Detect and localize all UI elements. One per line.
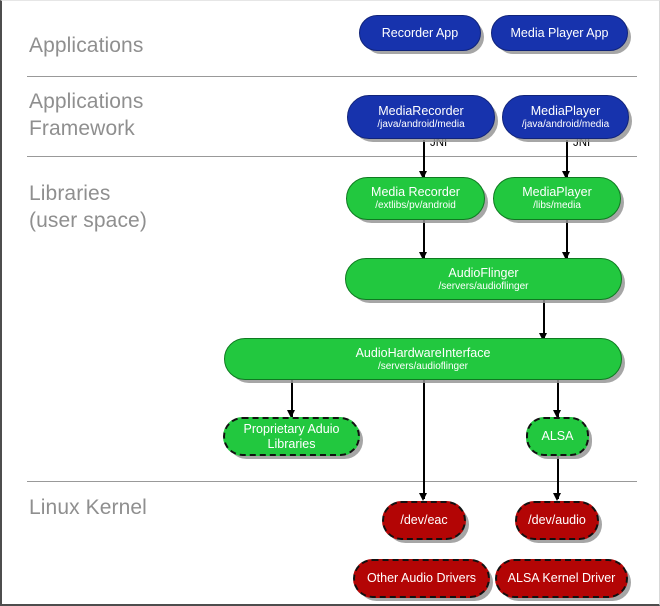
node-proprietary-audio-libraries-title: Proprietary Aduio [243, 421, 340, 436]
connector-mediaplayer-jni [566, 140, 568, 178]
node-mediaplayer-library-title: MediaPlayer [522, 185, 592, 199]
node-proprietary-audio-libraries[interactable]: Proprietary Aduio Libraries [223, 417, 360, 456]
node-audiohardwareinterface-title: AudioHardwareInterface [355, 345, 491, 360]
node-alsa-title: ALSA [541, 429, 574, 443]
arrowhead-mediaplayerlib-audioflinger [562, 252, 570, 260]
node-alsa[interactable]: ALSA [526, 417, 589, 456]
node-audiohardwareinterface-path: /servers/audioflinger [377, 360, 469, 372]
connector-label-jni-right: JNI [573, 137, 591, 149]
arrowhead-audiohwinterface-deveac [419, 493, 427, 501]
node-media-recorder-library-path: /extlibs/pv/android [375, 200, 456, 211]
arrowhead-mediaplayer-jni [562, 171, 570, 179]
arrowhead-mediarecorderlib-audioflinger [419, 252, 427, 260]
arrowhead-audiohwinterface-proprietary [287, 410, 295, 418]
connector-audiohwinterface-alsa [557, 372, 559, 417]
connector-audiohwinterface-deveac [423, 372, 425, 499]
divider-applications [27, 76, 637, 77]
node-mediarecorder-framework[interactable]: MediaRecorder /java/android/media [347, 95, 495, 139]
connector-alsa-devaudio [557, 456, 559, 499]
node-recorder-app-title: Recorder App [381, 25, 459, 40]
node-mediaplayer-framework[interactable]: MediaPlayer /java/android/media [502, 95, 629, 139]
arrowhead-audioflinger-audiohwinterface [539, 333, 547, 341]
connector-audiohwinterface-proprietary [291, 372, 293, 417]
node-recorder-app[interactable]: Recorder App [359, 15, 481, 51]
node-alsa-kernel-driver-title: ALSA Kernel Driver [507, 571, 616, 585]
arrowhead-mediarecorder-jni [419, 171, 427, 179]
arrowhead-alsa-devaudio [553, 493, 561, 501]
node-dev-eac-title: /dev/eac [400, 513, 448, 527]
node-other-audio-drivers[interactable]: Other Audio Drivers [353, 559, 490, 598]
node-mediaplayer-library[interactable]: MediaPlayer /libs/media [493, 177, 621, 220]
layer-label-applications-framework: Applications Framework [29, 90, 144, 140]
node-mediaplayer-framework-title: MediaPlayer [530, 103, 601, 118]
connector-audioflinger-audiohwinterface [543, 300, 545, 340]
connector-mediarecorder-jni [423, 140, 425, 178]
node-audiohardwareinterface[interactable]: AudioHardwareInterface /servers/audiofli… [224, 338, 622, 380]
node-mediarecorder-framework-path: /java/android/media [377, 118, 465, 130]
node-media-player-app-title: Media Player App [510, 25, 609, 40]
node-dev-audio[interactable]: /dev/audio [515, 501, 599, 540]
arrowhead-audiohwinterface-alsa [553, 410, 561, 418]
node-media-player-app[interactable]: Media Player App [491, 15, 628, 51]
node-proprietary-audio-libraries-subtitle: Libraries [267, 436, 316, 451]
node-audioflinger-title: AudioFlinger [448, 265, 519, 280]
layer-label-applications: Applications [29, 34, 144, 57]
node-mediaplayer-library-path: /libs/media [533, 200, 581, 211]
connector-mediarecorderlib-audioflinger [423, 220, 425, 259]
node-media-recorder-library[interactable]: Media Recorder /extlibs/pv/android [346, 177, 485, 220]
node-mediarecorder-framework-title: MediaRecorder [378, 103, 464, 118]
node-audioflinger-path: /servers/audioflinger [438, 280, 529, 292]
layer-label-linux-kernel: Linux Kernel [29, 496, 147, 519]
node-dev-audio-title: /dev/audio [528, 513, 586, 527]
node-media-recorder-library-title: Media Recorder [371, 185, 460, 199]
connector-label-jni-left: JNI [430, 137, 448, 149]
node-audioflinger[interactable]: AudioFlinger /servers/audioflinger [345, 258, 622, 300]
layer-label-libraries: Libraries (user space) [29, 182, 147, 232]
divider-libraries [27, 481, 637, 482]
divider-framework [27, 156, 637, 157]
node-mediaplayer-framework-path: /java/android/media [521, 118, 610, 130]
node-dev-eac[interactable]: /dev/eac [382, 501, 466, 540]
node-other-audio-drivers-title: Other Audio Drivers [366, 571, 477, 585]
node-alsa-kernel-driver[interactable]: ALSA Kernel Driver [495, 559, 628, 598]
connector-mediaplayerlib-audioflinger [566, 220, 568, 259]
